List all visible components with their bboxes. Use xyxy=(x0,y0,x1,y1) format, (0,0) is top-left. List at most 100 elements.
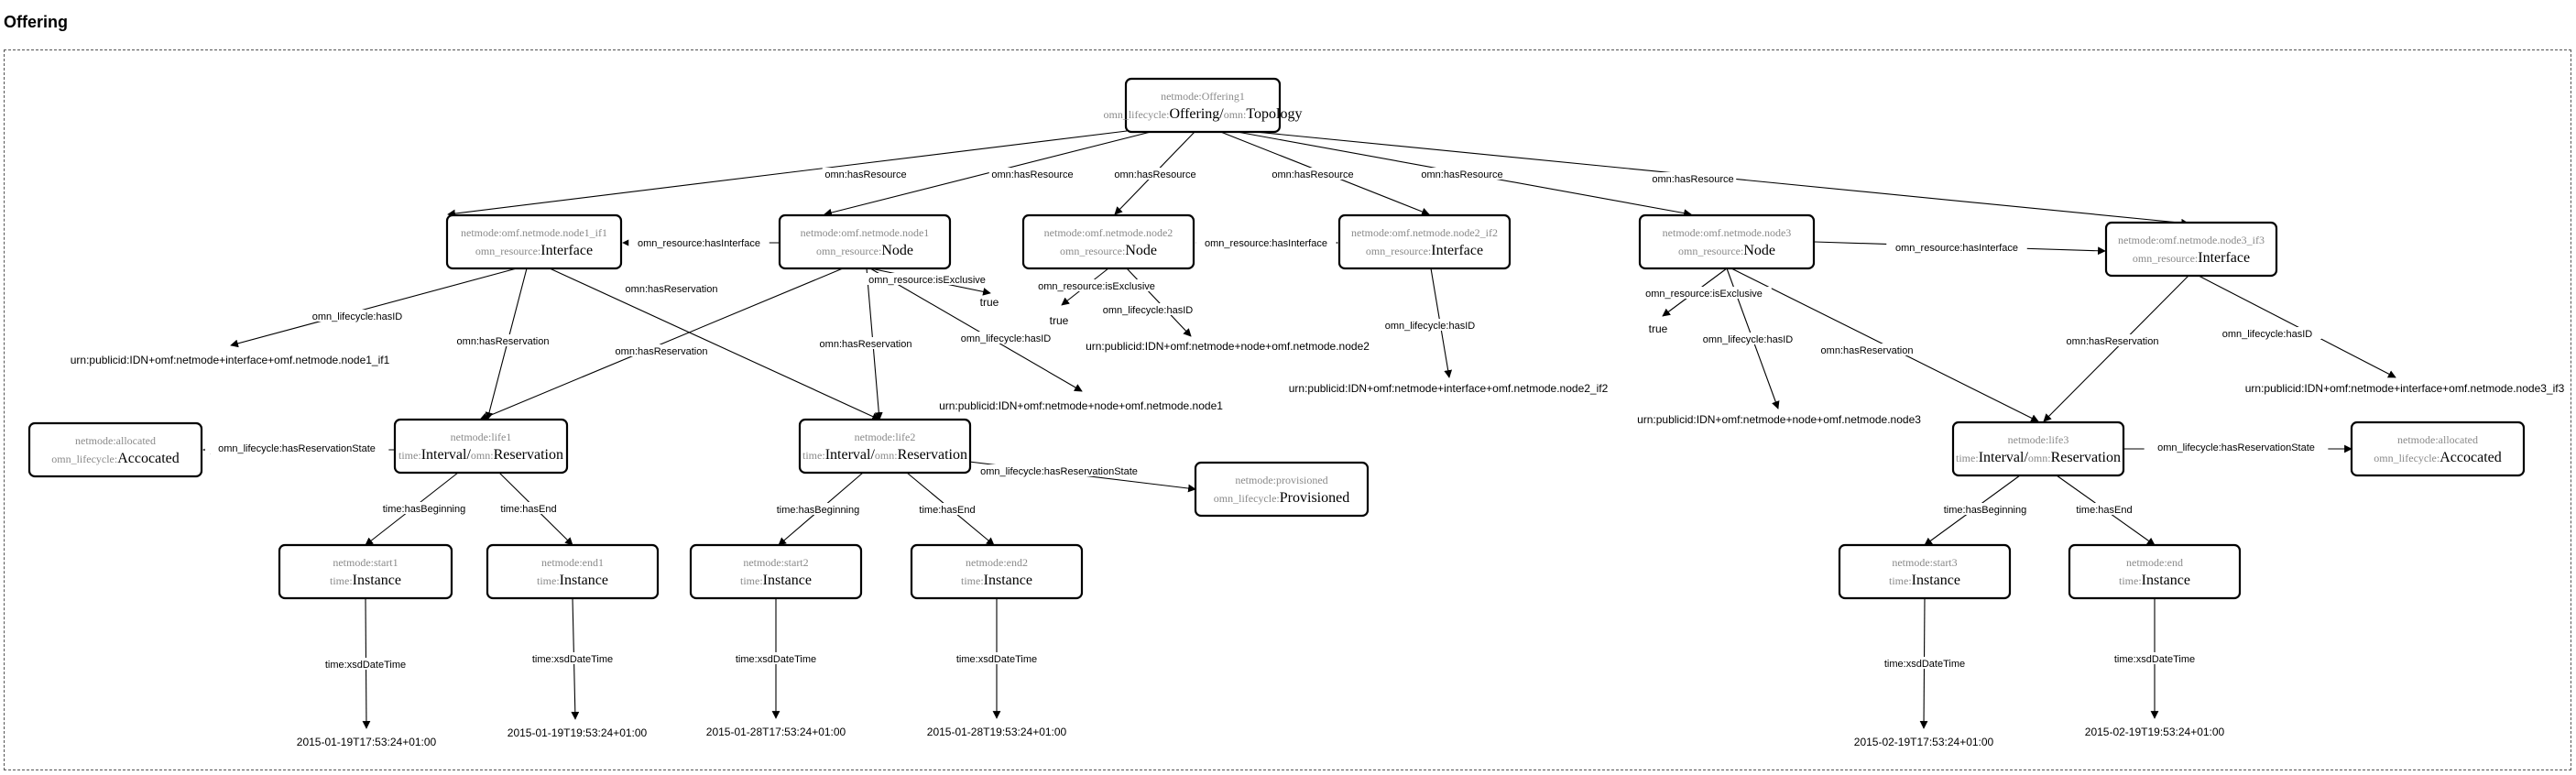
type-prefix: time: xyxy=(537,574,560,587)
edge-label: time:hasBeginning xyxy=(1936,503,2035,516)
edge-label-text: time:hasEnd xyxy=(919,505,975,516)
type-prefix: omn: xyxy=(875,449,898,462)
edge-label: time:xsdDateTime xyxy=(2108,652,2201,665)
edge-label: omn_resource:isExclusive xyxy=(1636,287,1772,300)
edge-label-bg xyxy=(951,332,1061,344)
edge-label-bg xyxy=(451,334,555,346)
edge-label-text: omn:hasReservation xyxy=(2067,336,2159,347)
edge-label-bg xyxy=(950,652,1043,664)
node-types: omn_resource:Interface xyxy=(475,243,593,258)
type-name: Topology xyxy=(1246,106,1302,122)
edge-label: omn_lifecycle:hasID xyxy=(2212,327,2322,340)
edge-label: time:hasBeginning xyxy=(375,502,474,515)
node-iri: netmode:start3 xyxy=(1892,556,1957,569)
node-life2: netmode:life2time:Interval/omn:Reservati… xyxy=(798,418,972,475)
node-life3: netmode:life3time:Interval/omn:Reservati… xyxy=(1951,420,2125,477)
literal-lit_start2: 2015-01-28T17:53:24+01:00 xyxy=(706,726,846,738)
node-box xyxy=(2104,221,2278,278)
node-iri: netmode:end xyxy=(2126,556,2183,569)
type-name: Instance xyxy=(763,573,812,588)
node-box xyxy=(1337,213,1512,270)
type-prefix: time: xyxy=(802,449,825,462)
type-prefix: omn_resource: xyxy=(816,245,881,257)
edge-label-bg xyxy=(1029,279,1164,291)
edge-label-bg xyxy=(729,652,823,664)
edge-label: time:hasEnd xyxy=(496,502,562,515)
node-iri: netmode:life1 xyxy=(451,431,512,443)
type-prefix: omn_resource: xyxy=(2133,252,2198,265)
type-prefix: omn_lifecycle: xyxy=(1103,108,1169,121)
edge-label-text: omn_lifecycle:hasID xyxy=(312,311,402,322)
type-name: Interval xyxy=(421,447,467,463)
edge-label-bg xyxy=(2060,334,2165,346)
node-provisioned: netmode:provisionedomn_lifecycle:Provisi… xyxy=(1194,461,1370,518)
edge-label-text: time:xsdDateTime xyxy=(2114,654,2195,665)
edge-label: omn:hasResource xyxy=(988,168,1076,180)
edge-node1-life1 xyxy=(479,267,844,421)
node-types: omn_resource:Node xyxy=(1060,243,1157,258)
node-iri: netmode:end2 xyxy=(966,556,1028,569)
edge-label: omn_lifecycle:hasReservationState xyxy=(204,442,389,454)
edge-label-text: time:xsdDateTime xyxy=(532,654,613,665)
edge-label-bg xyxy=(1878,657,1971,669)
edge-label: time:hasEnd xyxy=(914,503,980,516)
edge-label-text: omn:hasResource xyxy=(1421,169,1502,180)
edge-label-bg xyxy=(1693,333,1803,344)
edge-label-text: omn:hasResource xyxy=(1272,169,1353,180)
edge-label: omn_lifecycle:hasReservationState xyxy=(966,464,1152,477)
node-types: time:Instance xyxy=(330,573,401,588)
edge-label-text: omn:hasResource xyxy=(824,169,906,180)
node-iri: netmode:start2 xyxy=(743,556,808,569)
edge-label-bg xyxy=(1195,236,1337,248)
edge-label-bg xyxy=(375,502,474,514)
edge-label-text: time:xsdDateTime xyxy=(736,654,816,665)
edge-label-bg xyxy=(769,503,868,515)
edge-label-text: omn_resource:isExclusive xyxy=(1038,281,1155,292)
edge-label-bg xyxy=(914,503,980,515)
edge-label: omn_resource:hasInterface xyxy=(1195,236,1337,249)
edge-label-bg xyxy=(619,282,724,294)
edge-label-bg xyxy=(1375,319,1485,331)
literal-lit_if3_id: urn:publicid:IDN+omf:netmode+interface+o… xyxy=(2245,382,2565,395)
edge-label: time:xsdDateTime xyxy=(950,652,1043,665)
edge-label: omn_resource:hasInterface xyxy=(1886,241,2027,254)
literal-lit_if2_id: urn:publicid:IDN+omf:netmode+interface+o… xyxy=(1289,382,1609,395)
type-prefix: time: xyxy=(398,449,421,462)
node-box xyxy=(2068,543,2242,600)
literal-lit_start1: 2015-01-19T17:53:24+01:00 xyxy=(297,736,437,748)
diagram-frame xyxy=(4,49,2571,770)
node-node3: netmode:omf.netmode.node3omn_resource:No… xyxy=(1638,213,1816,270)
edge-label-text: time:hasBeginning xyxy=(777,505,860,516)
edge-label-bg xyxy=(2108,652,2201,664)
edge-label-text: omn:hasReservation xyxy=(1821,345,1914,356)
type-name: Instance xyxy=(1912,573,1960,588)
type-prefix: omn_resource: xyxy=(475,245,540,257)
type-prefix: time: xyxy=(330,574,353,587)
type-prefix: omn_resource: xyxy=(1060,245,1125,257)
type-prefix: time: xyxy=(1956,452,1979,464)
edge-label-text: omn_lifecycle:hasID xyxy=(961,333,1051,344)
literal-lit_start3: 2015-02-19T17:53:24+01:00 xyxy=(1854,736,1994,748)
type-prefix: omn_lifecycle: xyxy=(51,453,117,465)
node-box xyxy=(1838,543,2012,600)
literal-lit_node1_id: urn:publicid:IDN+omf:netmode+node+omf.ne… xyxy=(939,399,1223,412)
node-node2: netmode:omf.netmode.node2omn_resource:No… xyxy=(1021,213,1195,270)
edge-label: omn:hasResource xyxy=(1111,168,1199,180)
node-types: time:Interval/omn:Reservation xyxy=(802,447,967,463)
type-name: Node xyxy=(1125,243,1157,258)
type-prefix: time: xyxy=(740,574,763,587)
type-name: Instance xyxy=(2142,573,2190,588)
edge-label-text: omn_lifecycle:hasReservationState xyxy=(218,443,376,454)
edge-label-text: omn_resource:hasInterface xyxy=(1895,243,2018,254)
edge-node2-lit_node2_id xyxy=(1126,267,1192,337)
edge-node1_if1-lit_if1_id xyxy=(230,267,518,348)
edge-label-bg xyxy=(2212,327,2322,339)
edge-label-text: time:hasBeginning xyxy=(383,504,466,515)
edge-label-text: omn:hasResource xyxy=(991,169,1073,180)
